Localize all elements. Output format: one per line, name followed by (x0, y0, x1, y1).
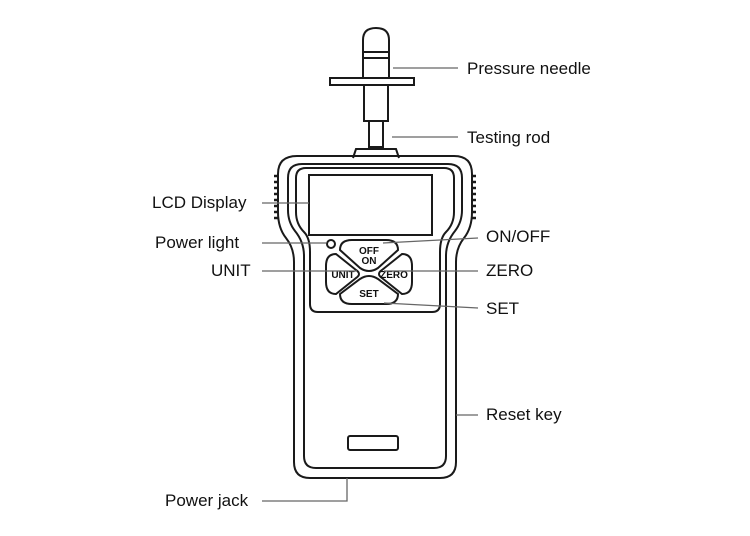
reset-key-slot (347, 435, 399, 451)
lcd-display (308, 174, 433, 236)
label-unit: UNIT (211, 261, 251, 280)
zero-button-text: ZERO (380, 270, 408, 281)
button-labels: OFF ON UNIT ZERO SET (331, 246, 408, 300)
leader-lines (262, 67, 479, 502)
off-text: OFF (359, 246, 379, 257)
leader-power-jack (262, 478, 348, 502)
set-button[interactable] (338, 275, 400, 305)
label-set: SET (486, 299, 520, 318)
label-testing-rod: Testing rod (467, 128, 551, 147)
label-on-off: ON/OFF (486, 227, 551, 246)
testing-rod (352, 84, 400, 159)
label-lcd-display: LCD Display (152, 193, 247, 212)
label-power-light: Power light (155, 233, 240, 252)
unit-button[interactable] (325, 252, 360, 296)
grip-ridges-left (274, 174, 278, 220)
zero-button[interactable] (378, 252, 413, 296)
label-reset-key: Reset key (486, 405, 562, 424)
pressure-needle (329, 26, 415, 86)
set-button-text: SET (359, 289, 378, 300)
leader-on-off (382, 237, 479, 244)
label-pressure-needle: Pressure needle (467, 59, 591, 78)
on-text: ON (362, 256, 377, 267)
leader-set (383, 302, 479, 309)
label-power-jack: Power jack (165, 491, 249, 510)
power-light (326, 239, 336, 249)
device-inner-body (287, 163, 463, 469)
unit-button-text: UNIT (331, 270, 354, 281)
on-off-button[interactable] (338, 239, 400, 272)
label-zero: ZERO (486, 261, 534, 280)
grip-ridges-right (472, 174, 476, 220)
device-body (277, 155, 473, 479)
top-panel (295, 167, 455, 313)
button-pad (325, 239, 413, 305)
